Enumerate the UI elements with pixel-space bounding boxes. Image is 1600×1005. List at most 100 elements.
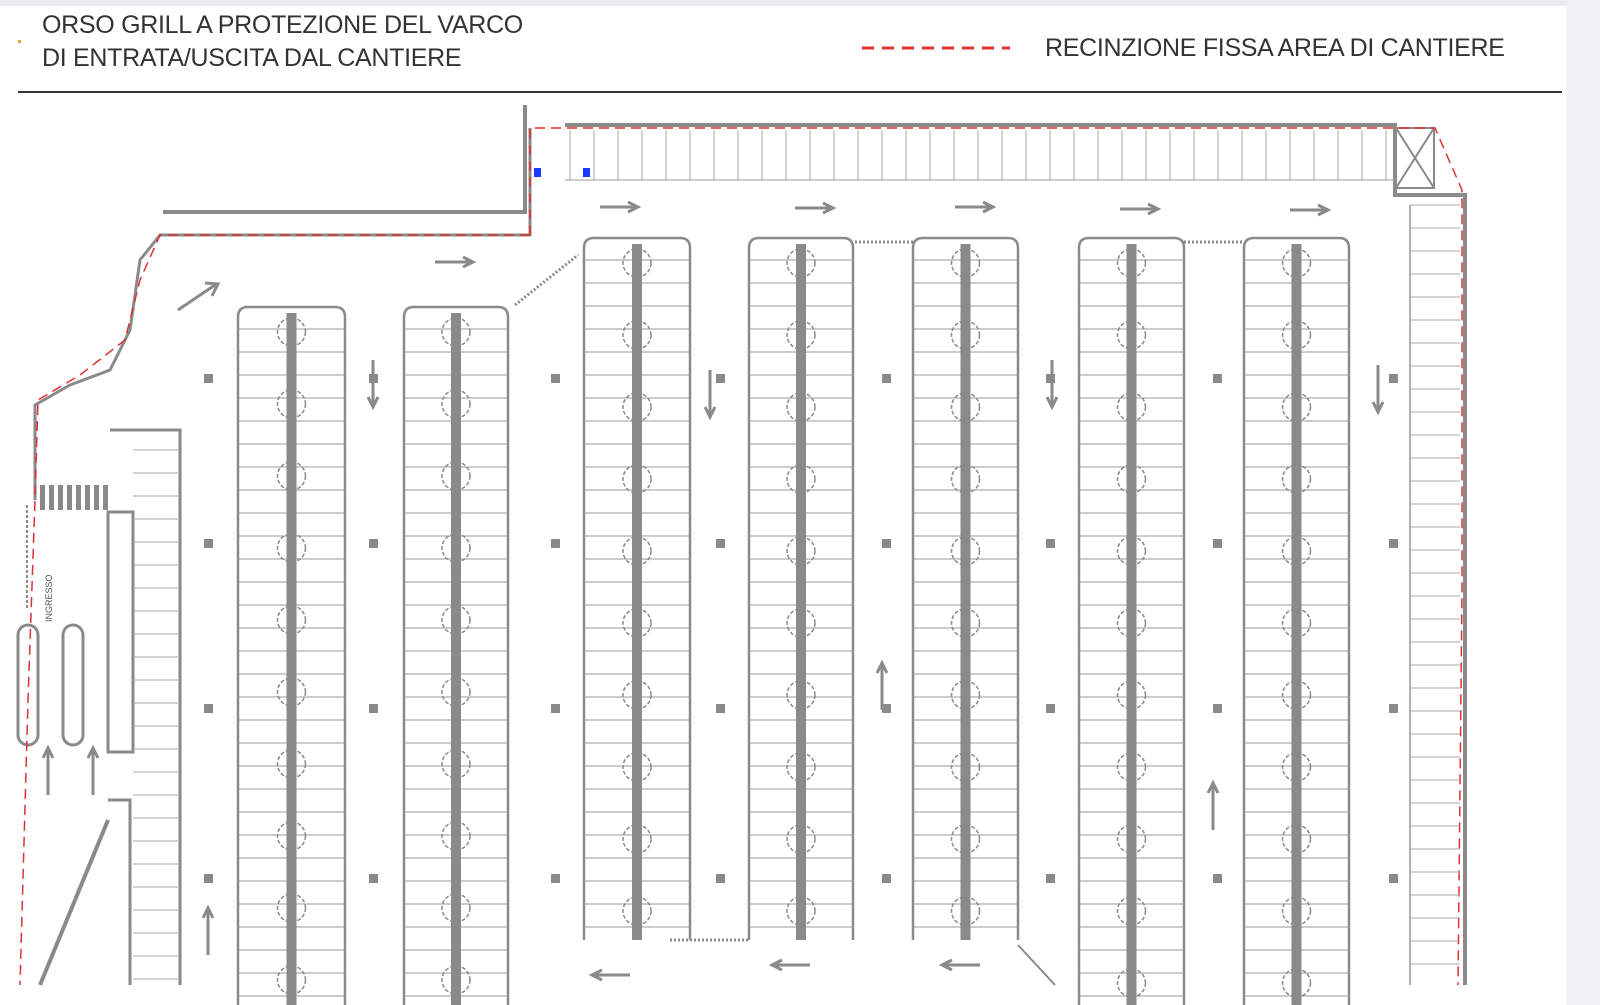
tree-icon [276,533,307,563]
light-pole-icon [1046,874,1055,883]
crosswalk-stripe [67,485,72,510]
light-pole-icon [882,374,891,383]
light-pole-icon [551,374,560,383]
light-pole-icon [1213,539,1222,548]
tree-median [1126,244,1137,1005]
tree-icon [1281,464,1312,494]
tree-icon [276,605,307,635]
traffic-arrow-icon [1371,365,1385,416]
tree-icon [276,821,307,851]
traffic-arrow-icon [1206,779,1220,830]
tree-icon [276,461,307,491]
traffic-arrow-icon [1120,202,1162,216]
tree-icon [950,680,981,710]
tree-icon [1116,896,1147,926]
tree-icon [1281,248,1312,278]
tree-icon [1281,536,1312,566]
tree-icon [950,392,981,422]
crosswalk-stripe [58,485,63,510]
tree-icon [1281,896,1312,926]
tree-icon [1281,824,1312,854]
tree-icon [1281,320,1312,350]
tree-icon [950,464,981,494]
traffic-arrow-icon [1045,360,1059,411]
left-island [110,428,182,985]
light-pole-icon [551,874,560,883]
orso-grill-marker [583,168,590,177]
legend-divider [18,91,1562,93]
tree-icon [786,824,816,854]
north-east-wall [565,123,1467,985]
tree-icon [441,461,471,491]
tree-icon [1116,608,1147,638]
traffic-arrow-icon [201,904,215,955]
tree-icon [786,896,816,926]
right-border-strip [1566,0,1600,1005]
light-pole-icon [882,539,891,548]
light-pole-icon [204,374,213,383]
tree-median [796,244,806,940]
tree-median [1291,244,1302,1005]
tree-icon [622,536,652,566]
orso-grill-legend-symbol [18,40,21,43]
light-pole-icon [204,874,213,883]
tree-median [451,313,461,1005]
light-pole-icon [1389,704,1398,713]
tree-icon [622,608,652,638]
tree-icon [441,533,471,563]
crosswalk-stripe [94,485,99,510]
tree-icon [441,389,471,419]
tree-median [960,244,971,940]
traffic-arrow-icon [86,744,100,795]
traffic-arrow-icon [938,958,980,972]
traffic-arrow-icon [600,200,642,214]
tree-icon [786,680,816,710]
fence-legend-symbol [862,46,1010,50]
light-pole-icon [1046,539,1055,548]
light-pole-icon [1389,374,1398,383]
traffic-arrow-icon [768,958,810,972]
light-pole-icon [551,704,560,713]
tree-icon [1116,680,1147,710]
tree-icon [786,536,816,566]
tree-icon [786,608,816,638]
tree-icon [622,824,652,854]
light-pole-icon [1389,874,1398,883]
traffic-arrow-icon [1290,203,1332,217]
site-boundary-line [33,128,532,500]
light-pole-icon [716,704,725,713]
tree-icon [622,752,652,782]
tree-icon [276,677,307,707]
tree-icon [441,605,471,635]
tree-icon [1281,392,1312,422]
tree-icon [1281,752,1312,782]
tree-icon [950,248,981,278]
entrance-island-2 [61,623,85,747]
tree-icon [622,464,652,494]
tree-icon [276,389,307,419]
light-pole-icon [369,539,378,548]
light-pole-icon [716,374,725,383]
left-median [106,510,135,754]
traffic-arrow-icon [795,201,837,215]
top-border-strip [0,0,1600,6]
fence-grill [514,253,579,307]
parking-row [747,236,855,940]
light-pole-icon [1046,704,1055,713]
tree-icon [622,320,652,350]
tree-icon [1116,248,1147,278]
tree-icon [950,896,981,926]
tree-icon [786,392,816,422]
tree-icon [276,965,307,995]
tree-icon [441,677,471,707]
light-pole-icon [1213,374,1222,383]
parking-row [1077,236,1186,1005]
crosswalk-stripe [85,485,90,510]
tree-icon [441,821,471,851]
light-pole-icon [369,704,378,713]
tree-icon [1116,752,1147,782]
light-pole-icon [1213,704,1222,713]
construction-fence-west [19,234,530,986]
plan-outline [16,105,1467,986]
